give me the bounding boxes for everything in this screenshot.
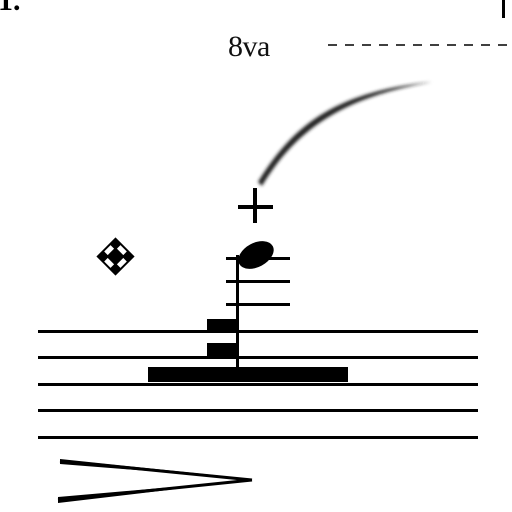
note-stem [236,255,239,375]
ledger-line [226,280,290,283]
staff-line [38,383,478,386]
cross-symbol [96,237,135,276]
slur [258,82,432,186]
ledger-line [226,303,290,306]
staff-line [38,409,478,412]
plus-sign [238,188,273,223]
ottava-label: 8va [228,30,270,63]
staff-line [38,356,478,359]
duration-bar [148,367,348,382]
barline-fragment [502,0,505,18]
staff [38,330,478,439]
decrescendo-hairpin [57,459,253,503]
staff-line [38,436,478,439]
rest-block [207,319,237,333]
rest-block [207,343,237,357]
measure-number-fragment: 1. [0,0,21,17]
notehead [238,241,274,269]
staff-line [38,330,478,333]
